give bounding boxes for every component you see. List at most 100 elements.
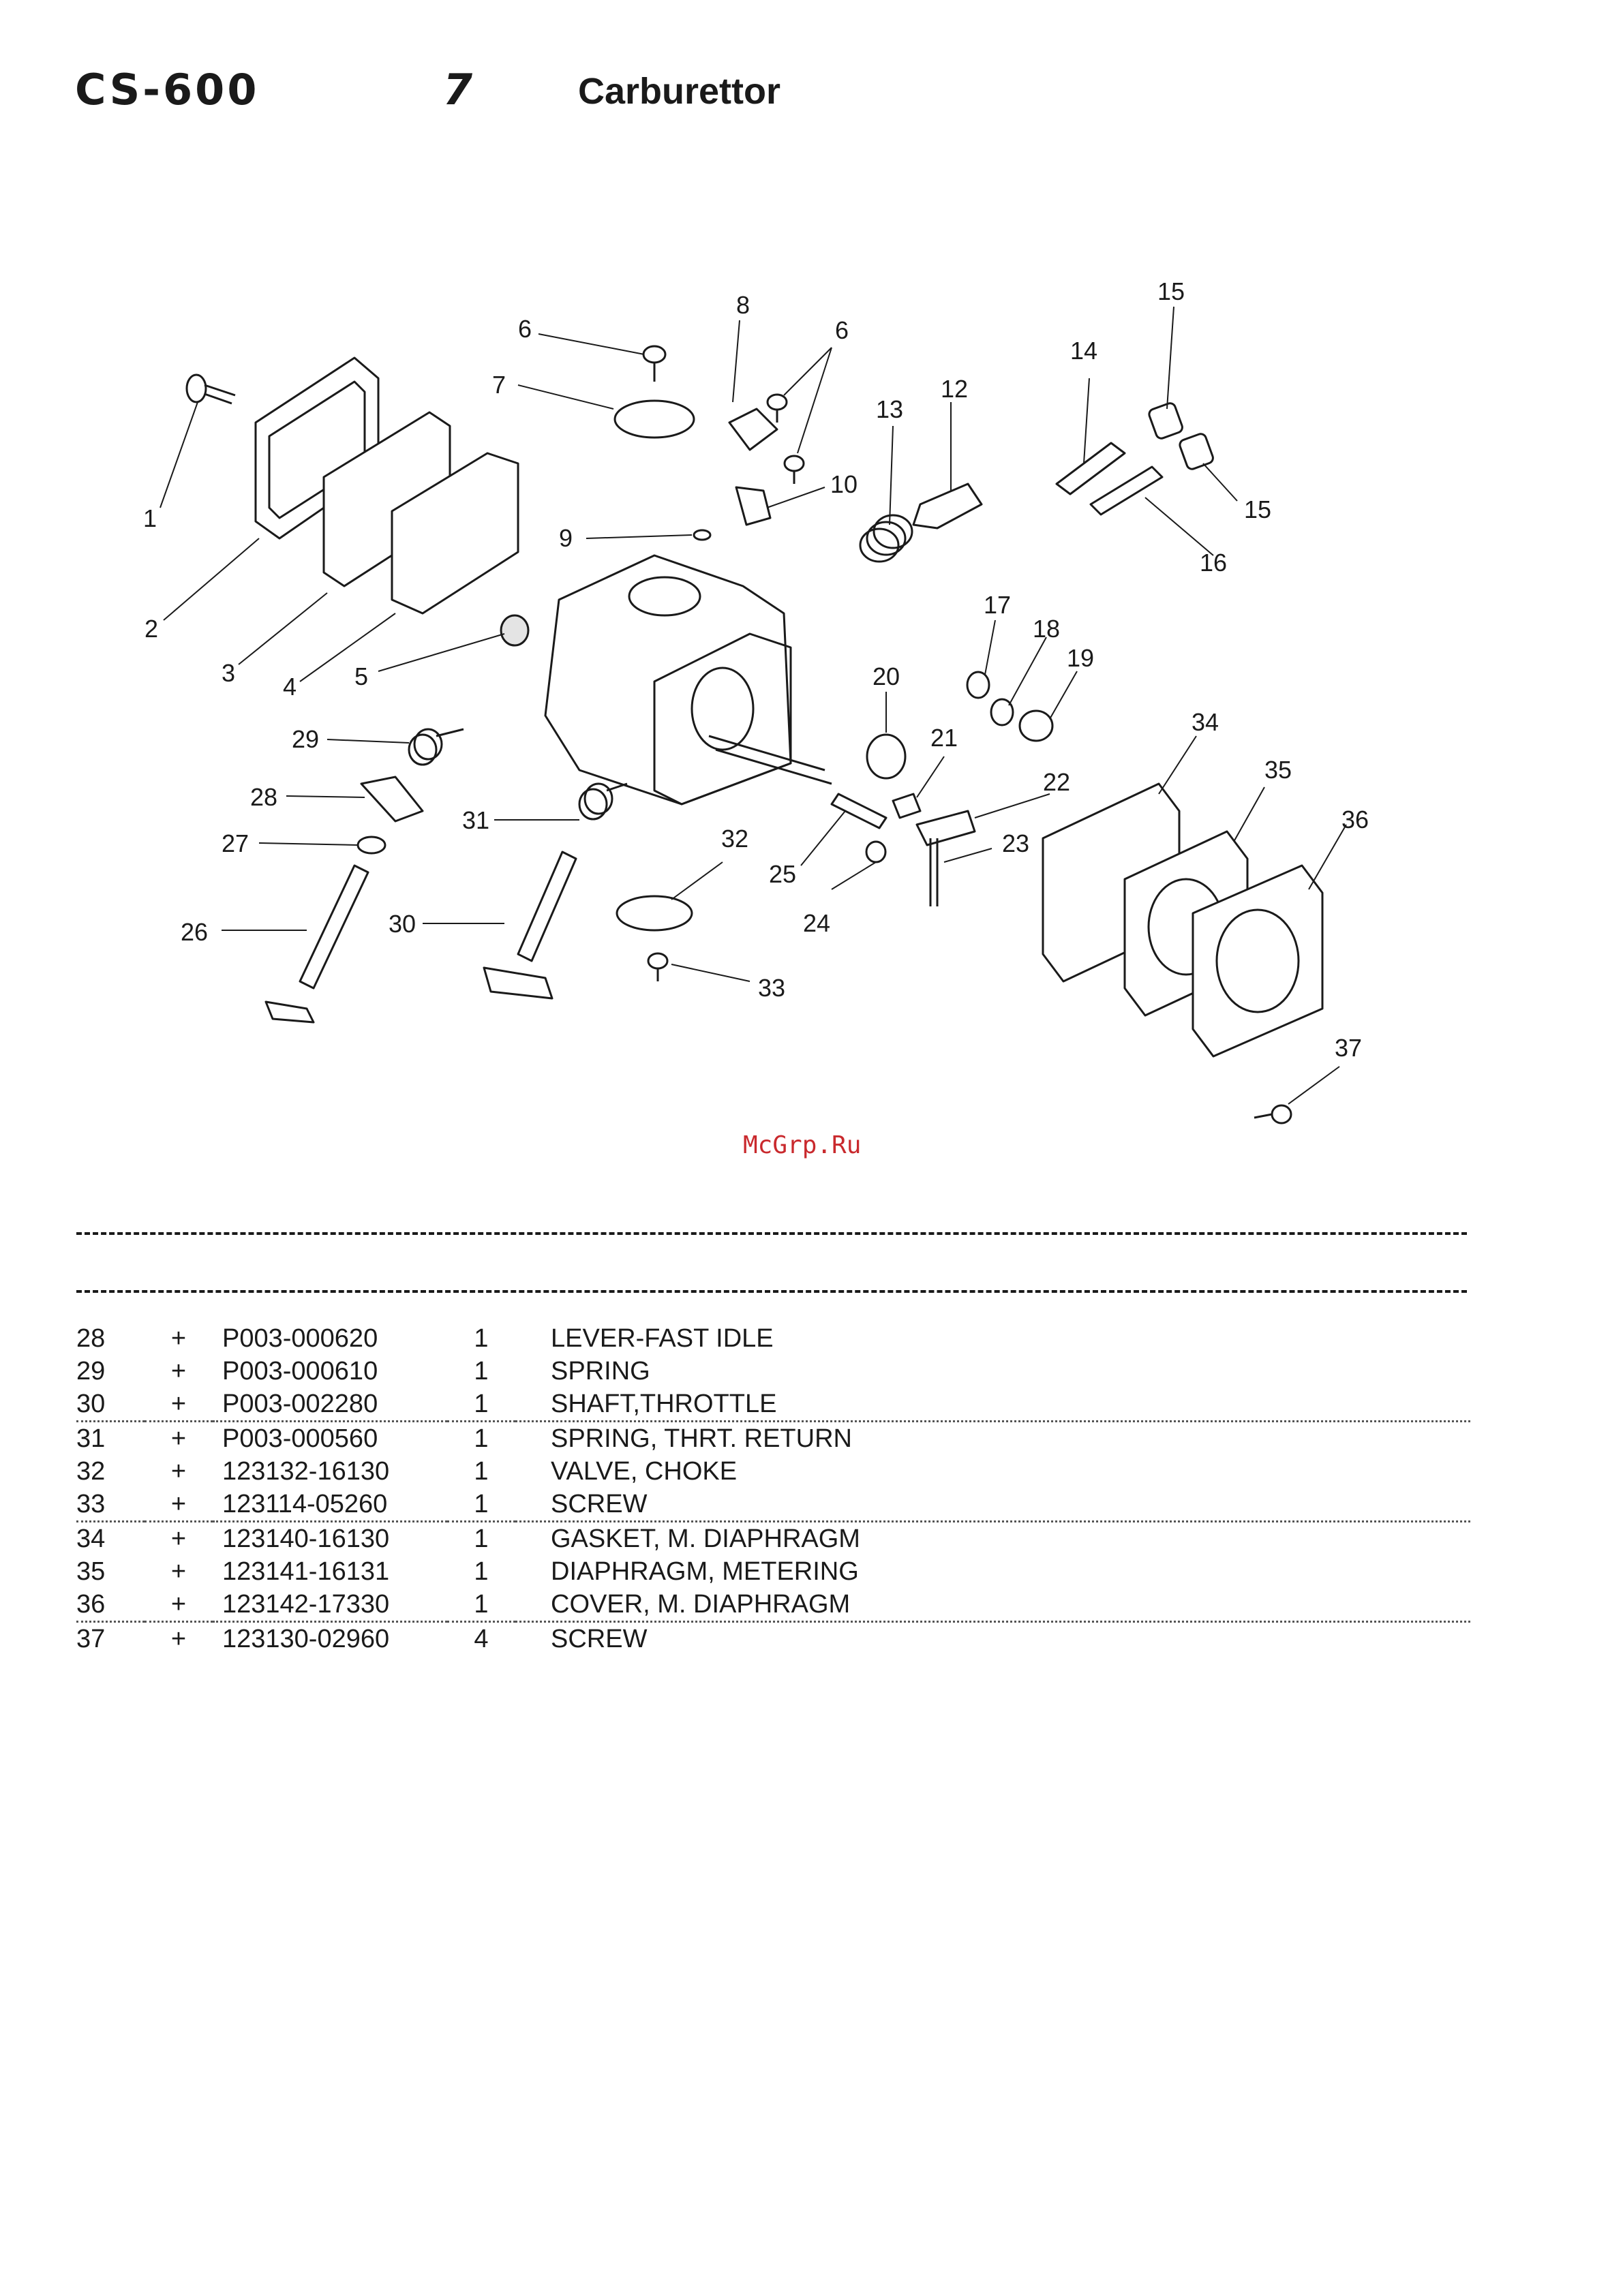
limiter-cap-part-15b: [1179, 433, 1214, 470]
needle-part-12: [912, 483, 983, 530]
choke-shaft-part-26: [299, 864, 369, 990]
callout-20: 20: [873, 662, 900, 690]
screen-part-5: [500, 614, 530, 647]
mark: +: [145, 1588, 213, 1623]
valve-plate-part-7: [613, 399, 695, 439]
callout-2: 2: [145, 615, 158, 643]
callout-5: 5: [354, 662, 368, 690]
description: DIAPHRAGM, METERING: [551, 1557, 859, 1586]
quantity: 4: [474, 1625, 489, 1653]
ref-number: 31: [76, 1424, 106, 1453]
quantity: 1: [474, 1424, 489, 1453]
lever-part-10: [735, 486, 772, 526]
callout-15a: 15: [1157, 277, 1185, 305]
lever-part-8: [728, 408, 778, 451]
callout-19: 19: [1067, 644, 1094, 672]
part-number: 123132-16130: [222, 1457, 390, 1486]
screw-part-6c: [783, 455, 805, 484]
mark: +: [170, 1557, 187, 1586]
callout-29: 29: [292, 725, 319, 753]
throttle-shaft-part-30: [517, 851, 577, 962]
spring-part-31: [578, 782, 628, 821]
screw-part-6a: [642, 345, 667, 382]
ref-number: 28: [76, 1324, 106, 1353]
part-number: 123140-16130: [222, 1525, 390, 1553]
limiter-cap-part-15a: [1148, 402, 1183, 440]
quantity: 1: [474, 1525, 489, 1553]
quantity: 1: [447, 1588, 515, 1623]
quantity: 1: [474, 1324, 489, 1353]
callout-13: 13: [876, 395, 903, 423]
callout-12: 12: [941, 375, 968, 403]
ref-number: 35: [76, 1557, 106, 1586]
callout-33: 33: [758, 974, 785, 1002]
mark: +: [170, 1457, 187, 1486]
plug-part-20: [866, 733, 907, 780]
description: VALVE, CHOKE: [551, 1457, 738, 1486]
model-name: CS-600: [75, 65, 260, 114]
parts-list-table: 28 + P003-000620 1 LEVER-FAST IDLE 29 + P003-00…: [76, 1322, 1470, 1655]
callout-22: 22: [1043, 768, 1070, 796]
spring-part-29: [408, 728, 464, 766]
callout-4: 4: [283, 673, 297, 701]
dashed-divider: [76, 1290, 1467, 1293]
description: SCREW: [515, 1488, 1470, 1522]
callout-31: 31: [462, 806, 489, 834]
callout-27: 27: [222, 829, 249, 857]
callout-23: 23: [1002, 829, 1029, 857]
pin-part-23: [929, 838, 939, 906]
adjust-needle-part-14: [1055, 442, 1126, 495]
choke-valve-part-32: [616, 895, 693, 932]
carburettor-exploded-diagram: 1 2 3 4 5 6 6 7 8 9 10 12 13 14 15 15 16…: [143, 277, 1369, 1124]
callout-17: 17: [984, 591, 1011, 619]
description: GASKET, M. DIAPHRAGM: [551, 1525, 860, 1553]
callout-7: 7: [492, 371, 506, 399]
ref-number: 34: [76, 1525, 106, 1553]
lever-part-28: [360, 776, 424, 823]
callout-30: 30: [389, 910, 416, 938]
description: COVER, M. DIAPHRAGM: [515, 1588, 1470, 1623]
part-number: 123142-17330: [213, 1588, 447, 1623]
spring-part-13: [859, 514, 913, 563]
callout-25: 25: [769, 860, 796, 888]
screw-part-6b: [766, 393, 788, 423]
callout-21: 21: [930, 724, 958, 752]
adjust-needle-part-16: [1089, 465, 1164, 516]
lever-part-22: [915, 810, 976, 846]
mark: +: [170, 1357, 187, 1386]
dashed-divider: [76, 1232, 1467, 1235]
ref-number: 36: [76, 1588, 145, 1623]
mark: +: [170, 1525, 187, 1553]
callout-10: 10: [830, 470, 858, 498]
callout-24: 24: [803, 909, 830, 937]
mark: +: [170, 1424, 187, 1453]
part-number: P003-000620: [222, 1324, 378, 1353]
section-number: 7: [443, 65, 473, 114]
mark: +: [170, 1324, 187, 1353]
part-number: P003-000610: [222, 1357, 378, 1386]
ref-number: 33: [76, 1488, 145, 1522]
callout-6a: 6: [518, 315, 532, 343]
callout-28: 28: [250, 783, 277, 811]
callout-8: 8: [736, 291, 750, 319]
description: LEVER-FAST IDLE: [551, 1324, 774, 1353]
callout-9: 9: [559, 524, 573, 552]
mark: +: [145, 1488, 213, 1522]
needle-part-25: [830, 793, 888, 829]
screw-part-24: [865, 840, 887, 863]
spring-part-21: [892, 793, 922, 819]
description: SPRING, THRT. RETURN: [551, 1424, 852, 1453]
ref-number: 29: [76, 1357, 106, 1386]
carburettor-body: [544, 554, 792, 806]
section-title: Carburettor: [578, 71, 781, 112]
watermark: McGrp.Ru: [743, 1131, 862, 1159]
mark: +: [145, 1388, 213, 1422]
clip-part-9: [693, 529, 712, 541]
callout-35: 35: [1264, 756, 1292, 784]
bushing-part-19: [1018, 709, 1054, 742]
ref-number: 30: [76, 1388, 145, 1422]
